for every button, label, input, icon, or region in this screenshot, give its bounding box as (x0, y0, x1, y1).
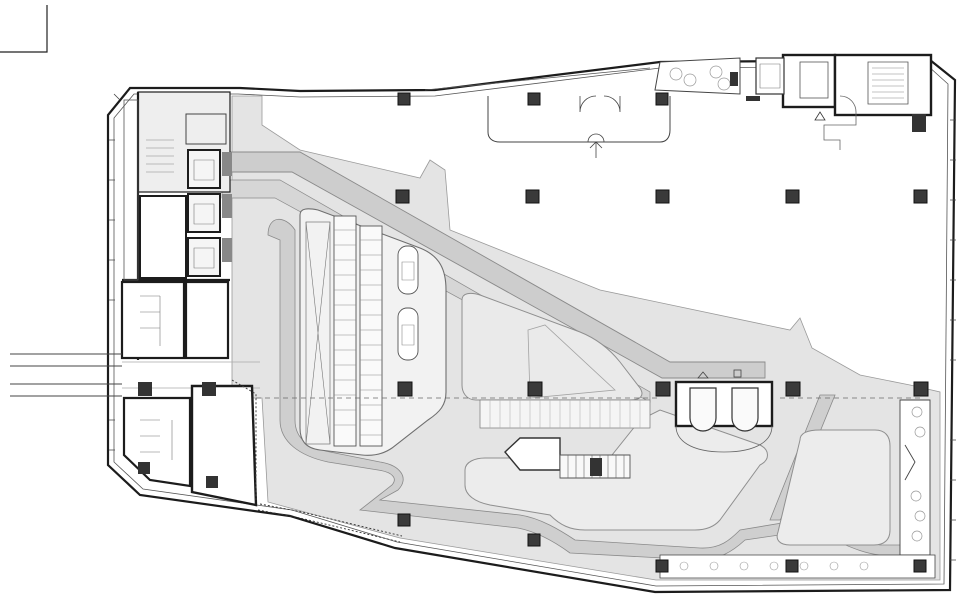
glass-lift-pods (397, 245, 419, 361)
diagonal-walkway (221, 151, 766, 379)
northeast-core (755, 53, 933, 150)
inner-island-outline (527, 324, 616, 399)
escalator-treads (334, 229, 382, 436)
sheet-corner-mark (0, 5, 48, 53)
stair-icon (479, 399, 651, 479)
west-service-core (120, 91, 232, 360)
planter-icon (654, 57, 760, 101)
southwest-rooms (122, 379, 258, 507)
north-arrow-icon (814, 111, 826, 121)
void-cross (305, 221, 331, 445)
door-icon (579, 95, 621, 113)
column-icon (395, 92, 929, 573)
north-entrance (424, 67, 671, 158)
elevator-icon (674, 369, 774, 453)
escalator-icon (305, 215, 383, 447)
facade-ticks (109, 93, 956, 561)
east-island (776, 429, 891, 546)
outer-wall-inner-line (113, 65, 949, 587)
